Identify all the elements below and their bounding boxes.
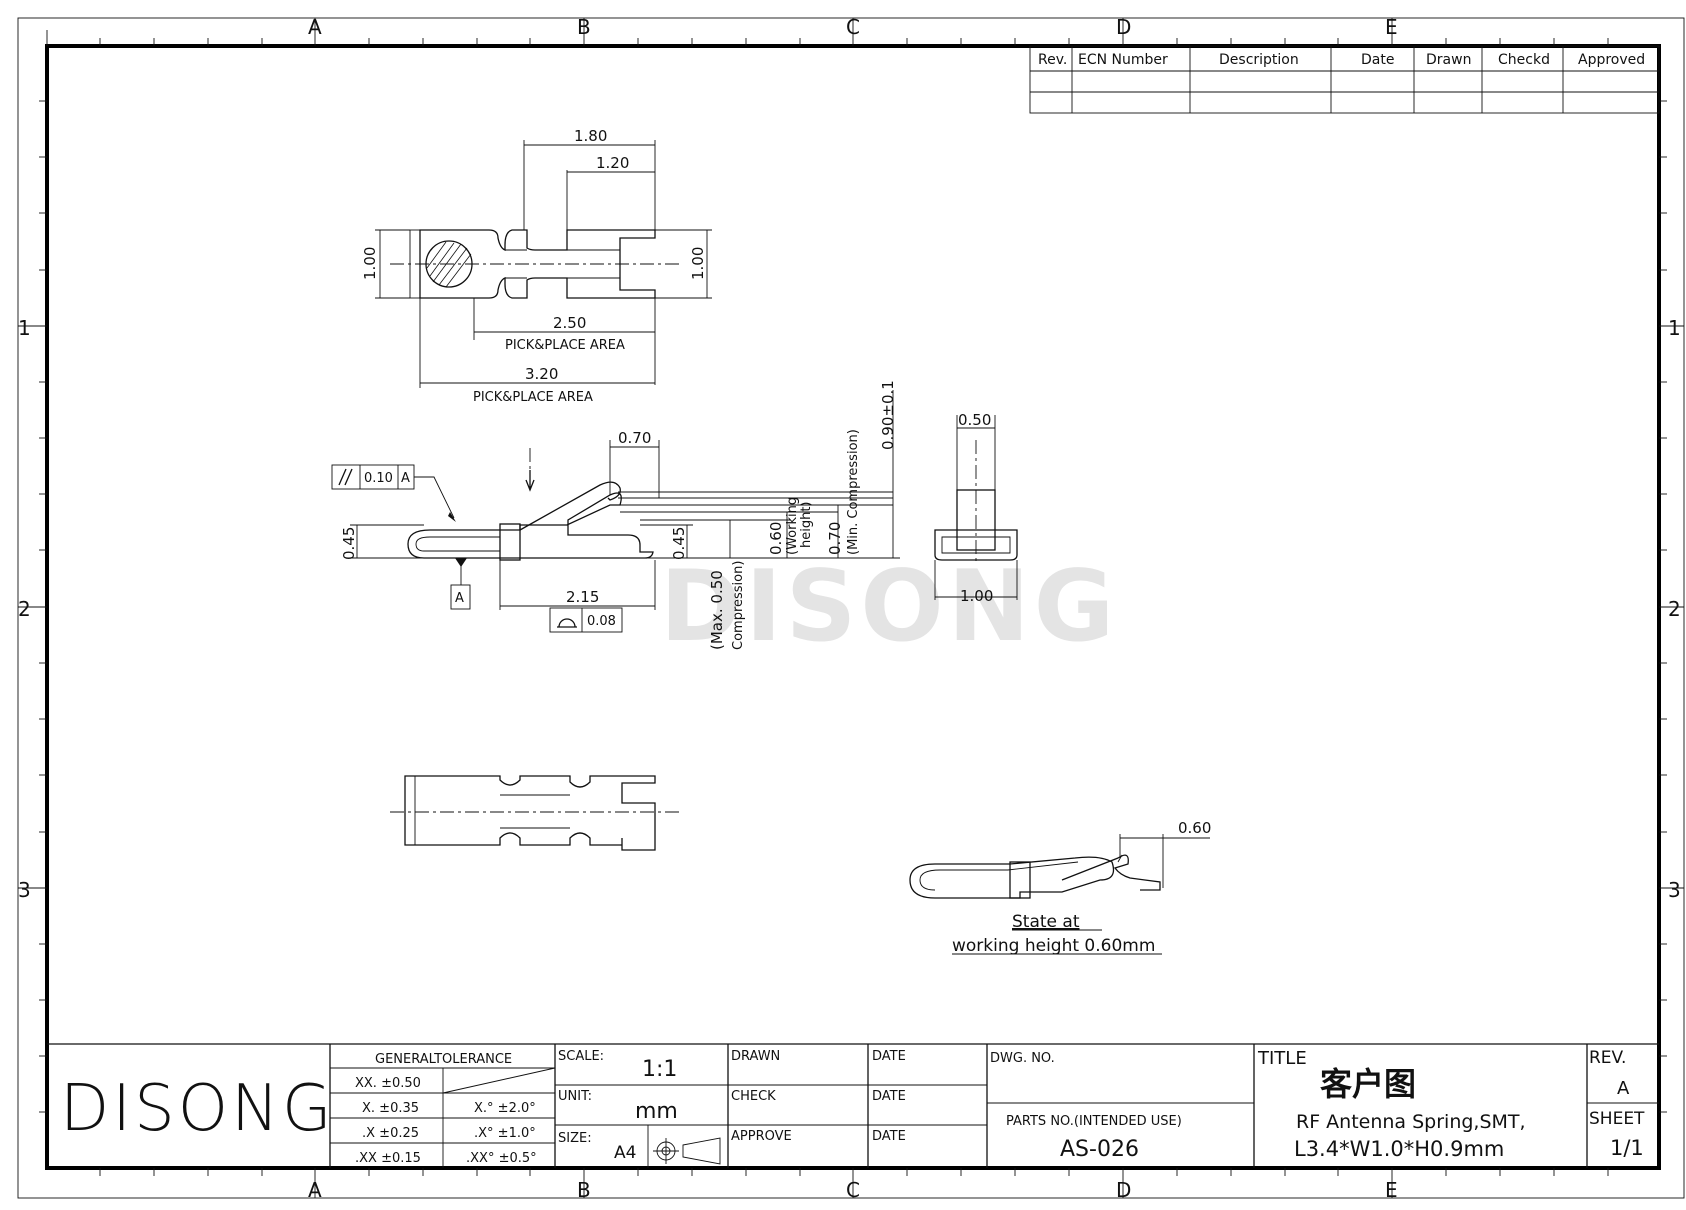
pick-place-area-label-1: PICK&PLACE AREA xyxy=(505,338,625,353)
tol-profile-value: 0.08 xyxy=(587,614,616,629)
dim-top-1-20: 1.20 xyxy=(596,154,629,172)
parts-no-label: PARTS NO.(INTENDED USE) xyxy=(1006,1114,1182,1129)
dim-working-height-label-2: height) xyxy=(799,501,814,548)
zone-labels: A B C D E A B C D E 1 2 3 1 2 3 xyxy=(18,15,1681,1202)
rev-header-approved: Approved xyxy=(1578,52,1645,68)
zone-ticks xyxy=(18,18,1684,1198)
rev-header-checkd: Checkd xyxy=(1498,52,1550,68)
working-caption-1: State at xyxy=(1012,912,1080,932)
dim-min-compression-label: (Min. Compression) xyxy=(846,429,861,555)
company-logo-text: DISONG xyxy=(60,1072,335,1146)
tol-angular-2: .XX° ±0.5° xyxy=(466,1151,537,1166)
zone-col-c-bottom: C xyxy=(846,1178,860,1202)
zone-row-3-right: 3 xyxy=(1668,878,1681,902)
zone-col-a-top: A xyxy=(308,15,322,39)
dim-top-3-20: 3.20 xyxy=(525,365,558,383)
dim-working-height-value: 0.60 xyxy=(767,522,785,555)
dim-end-1-00: 1.00 xyxy=(960,587,993,605)
watermark: DISONG xyxy=(660,550,1118,664)
size-label: SIZE: xyxy=(558,1131,592,1146)
zone-col-d-top: D xyxy=(1116,15,1131,39)
sheet-value: 1/1 xyxy=(1610,1136,1644,1160)
dim-max-compression-value: (Max. 0.50 xyxy=(708,570,726,650)
dwg-no-label: DWG. NO. xyxy=(990,1051,1055,1066)
tol-angular-1: .X° ±1.0° xyxy=(474,1126,536,1141)
dim-max-compression-label: Compression) xyxy=(731,561,746,650)
outer-border xyxy=(17,17,1685,1199)
dim-top-1-00-right: 1.00 xyxy=(689,247,707,280)
general-tolerance-title: GENERALTOLERANCE xyxy=(375,1052,512,1067)
zone-col-b-bottom: B xyxy=(577,1178,591,1202)
zone-col-c-top: C xyxy=(846,15,860,39)
dim-top-2-50: 2.50 xyxy=(553,314,586,332)
scale-label: SCALE: xyxy=(558,1049,604,1064)
dim-top-1-00-left: 1.00 xyxy=(361,247,379,280)
zone-row-3-left: 3 xyxy=(18,878,31,902)
zone-col-a-bottom: A xyxy=(308,1178,322,1202)
working-state-view: 0.60 State at working height 0.60mm xyxy=(909,819,1211,956)
title-chinese: 客户图 xyxy=(1320,1065,1416,1103)
zone-row-1-right: 1 xyxy=(1668,316,1681,340)
rev-header-rev: Rev. xyxy=(1038,52,1067,68)
dim-end-0-50: 0.50 xyxy=(958,411,991,429)
parts-no-value: AS-026 xyxy=(1060,1137,1139,1162)
side-view: 0.10 A A 0.45 0.45 0.70 2.15 0.08 xyxy=(331,380,900,650)
flat-view xyxy=(390,775,680,851)
zone-col-e-top: E xyxy=(1385,15,1398,39)
tol-linear-1: X. ±0.35 xyxy=(362,1101,419,1116)
size-value: A4 xyxy=(614,1143,636,1163)
rev-label: REV. xyxy=(1589,1048,1626,1068)
rev-value: A xyxy=(1617,1078,1630,1099)
rev-header-drawn: Drawn xyxy=(1426,52,1471,68)
working-caption-2: working height 0.60mm xyxy=(952,936,1155,956)
drawn-label: DRAWN xyxy=(731,1049,780,1064)
title-line-2: L3.4*W1.0*H0.9mm xyxy=(1294,1137,1504,1161)
top-view: 1.80 1.20 1.00 1.00 2.50 PICK&PLACE AREA… xyxy=(361,127,712,405)
zone-row-1-left: 1 xyxy=(18,316,31,340)
pick-place-area-label-2: PICK&PLACE AREA xyxy=(473,390,593,405)
rev-header-date: Date xyxy=(1361,52,1394,68)
tol-parallel-ref: A xyxy=(401,471,410,486)
unit-label: UNIT: xyxy=(558,1089,592,1104)
dim-side-0-70-top: 0.70 xyxy=(618,429,651,447)
dim-side-0-45-left: 0.45 xyxy=(340,527,358,560)
dim-side-2-15: 2.15 xyxy=(566,588,599,606)
revision-table: Rev. ECN Number Description Date Drawn C… xyxy=(1029,45,1660,114)
tol-parallel-value: 0.10 xyxy=(364,471,393,486)
dim-top-1-80: 1.80 xyxy=(574,127,607,145)
end-view: 0.50 1.00 xyxy=(934,411,1018,605)
title-block: DISONG GENERALTOLERANCE XX. ±0.50 X. ±0.… xyxy=(47,1043,1659,1168)
date-label-check: DATE xyxy=(872,1089,906,1104)
title-line-1: RF Antenna Spring,SMT, xyxy=(1296,1111,1526,1133)
datum-a-label: A xyxy=(455,591,464,606)
scale-value: 1:1 xyxy=(642,1057,677,1082)
sheet-label: SHEET xyxy=(1589,1109,1645,1129)
zone-col-b-top: B xyxy=(577,15,591,39)
zone-col-e-bottom: E xyxy=(1385,1178,1398,1202)
dim-side-0-45-right: 0.45 xyxy=(670,527,688,560)
date-label-drawn: DATE xyxy=(872,1049,906,1064)
dim-working-height-label-1: (Working xyxy=(785,497,800,555)
tol-linear-3: .XX ±0.15 xyxy=(355,1151,421,1166)
check-label: CHECK xyxy=(731,1089,776,1104)
dim-working-0-60: 0.60 xyxy=(1178,819,1211,837)
dim-min-compression-value: 0.70 xyxy=(826,522,844,555)
zone-col-d-bottom: D xyxy=(1116,1178,1131,1202)
tol-linear-0: XX. ±0.50 xyxy=(355,1076,421,1091)
unit-value: mm xyxy=(635,1099,678,1124)
rev-header-description: Description xyxy=(1219,52,1299,68)
tol-linear-2: .X ±0.25 xyxy=(362,1126,419,1141)
approve-label: APPROVE xyxy=(731,1129,792,1144)
title-label: TITLE xyxy=(1257,1048,1307,1069)
tol-angular-0: X.° ±2.0° xyxy=(474,1101,536,1116)
dim-side-0-90: 0.90±0.1 xyxy=(879,380,897,450)
date-label-approve: DATE xyxy=(872,1129,906,1144)
projection-symbol-icon xyxy=(653,1137,721,1165)
rev-header-ecn: ECN Number xyxy=(1078,52,1168,68)
zone-row-2-left: 2 xyxy=(18,597,31,621)
zone-row-2-right: 2 xyxy=(1668,597,1681,621)
